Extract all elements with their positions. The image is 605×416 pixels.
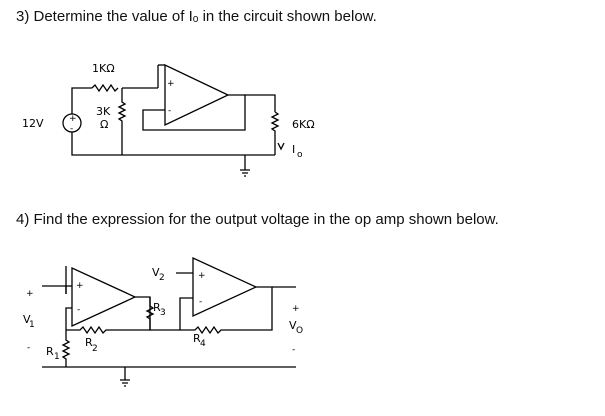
r1-subscript: 1 <box>54 352 60 362</box>
resistor-6k <box>270 111 280 155</box>
vo-subscript: O <box>296 326 303 336</box>
resistor-6k-label: 6KΩ <box>292 118 315 131</box>
source-voltage-label: 12V <box>22 117 44 130</box>
r3-label: R <box>153 301 161 314</box>
opamp-a-triangle <box>71 266 137 328</box>
r4-subscript: 4 <box>200 339 206 349</box>
v1-label: V <box>23 313 31 326</box>
wire <box>71 87 92 114</box>
feedback-wire <box>142 94 246 131</box>
resistor-3k-label-b: Ω <box>100 118 108 131</box>
v2-label: V <box>152 266 160 279</box>
wire <box>179 297 193 330</box>
opamp-b-minus: - <box>199 297 202 307</box>
v1-subscript: 1 <box>29 320 35 330</box>
current-label: I <box>292 143 295 156</box>
current-subscript: o <box>297 150 303 160</box>
r2-label: R <box>85 336 93 349</box>
r2-subscript: 2 <box>92 344 98 354</box>
resistor-r1 <box>61 330 71 367</box>
wire <box>42 285 67 294</box>
resistor-3k <box>117 88 127 155</box>
vo-label: V <box>289 319 297 332</box>
ground-rail <box>71 132 275 156</box>
v1-minus: - <box>27 343 30 353</box>
source-plus-sign: + <box>69 114 77 124</box>
resistor-1k-label: 1KΩ <box>92 62 115 75</box>
v1-plus: + <box>26 289 34 299</box>
resistor-3k-label-a: 3K <box>96 105 111 118</box>
wire <box>65 307 72 330</box>
ground-icon <box>120 367 130 387</box>
r4-label: R <box>193 332 201 345</box>
r1-label: R <box>46 345 54 358</box>
resistor-r3 <box>145 297 180 331</box>
question-4-text: 4) Find the expression for the output vo… <box>16 211 499 228</box>
r3-subscript: 3 <box>160 308 166 318</box>
resistor-r2-feedback <box>66 296 151 335</box>
opamp-1-plus: + <box>167 79 175 89</box>
resistor-r4-feedback <box>180 286 273 335</box>
ground-icon <box>240 155 250 177</box>
opamp-b-triangle <box>192 256 258 318</box>
opamp-1-minus: - <box>168 106 171 116</box>
opamp-1-triangle <box>164 63 230 127</box>
opamp-a-plus: + <box>76 281 84 291</box>
current-arrow-icon <box>277 142 285 151</box>
opamp-a-minus: - <box>77 305 80 315</box>
v2-subscript: 2 <box>159 273 165 283</box>
question-3-text: 3) Determine the value of Iₒ in the circ… <box>16 8 377 25</box>
vo-minus: - <box>292 345 295 355</box>
opamp-b-plus: + <box>198 271 206 281</box>
source-minus-sign: - <box>70 124 73 134</box>
vo-plus: + <box>292 304 300 314</box>
output-wire <box>245 94 276 112</box>
resistor-1k <box>91 83 119 93</box>
